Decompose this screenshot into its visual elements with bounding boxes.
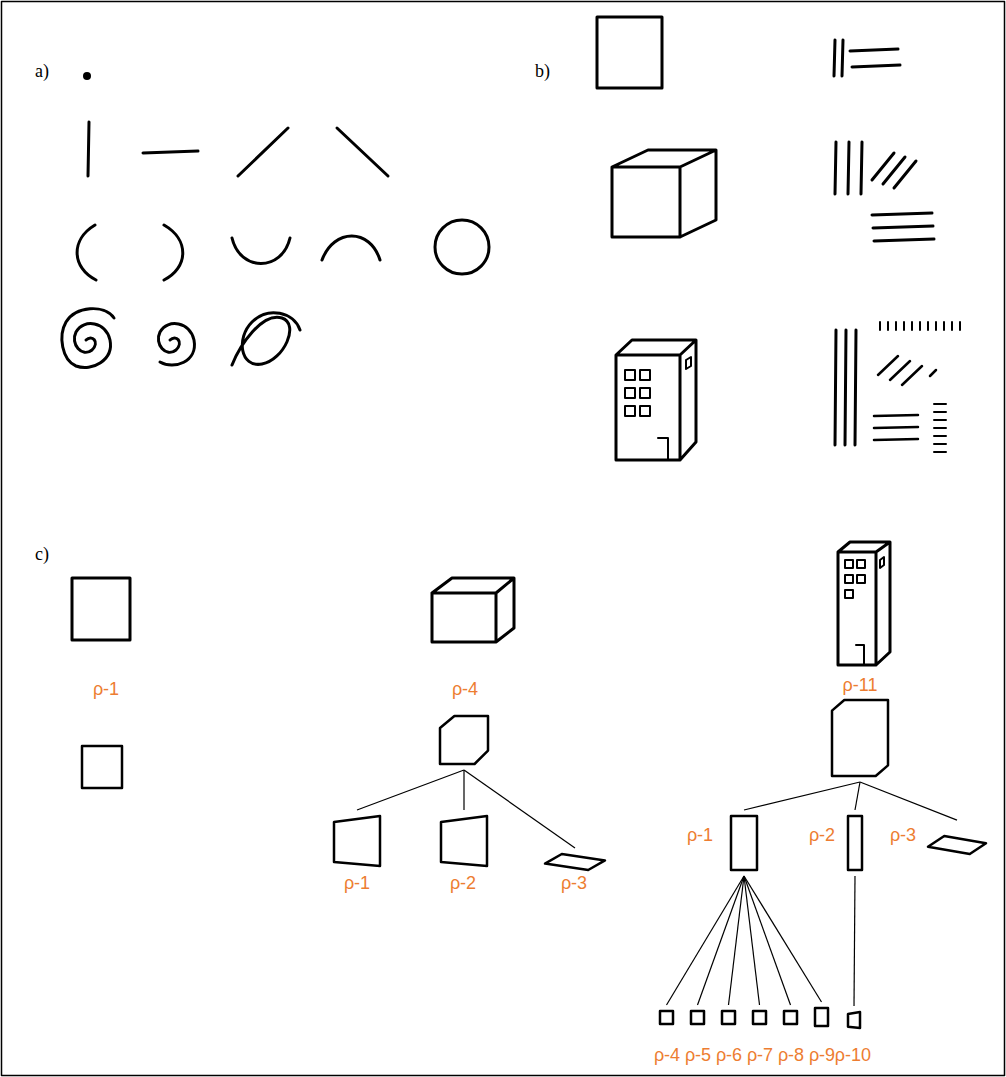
- node-shape: [848, 816, 862, 870]
- node-shape: [722, 1011, 735, 1024]
- tree-branch: [729, 876, 745, 1005]
- tree-node: ρ-1: [334, 816, 380, 894]
- node-shape: [334, 816, 380, 866]
- node-outline: [731, 816, 757, 870]
- node-shape: [928, 836, 986, 854]
- rho-label: ρ-5: [685, 1046, 711, 1066]
- node-outline: [832, 700, 888, 776]
- rho-label: ρ-3: [561, 874, 587, 894]
- target-figures: [72, 542, 890, 665]
- panel-label: b): [535, 62, 550, 82]
- tree-node: ρ-8: [778, 1011, 804, 1066]
- rho-label: ρ-1: [687, 826, 713, 846]
- rho-label: ρ-4: [452, 680, 478, 700]
- tree-branch: [855, 782, 860, 810]
- node-outline: [753, 1011, 766, 1024]
- tree-node: ρ-6: [716, 1011, 742, 1066]
- panel-label: c): [35, 545, 49, 565]
- node-outline: [815, 1008, 828, 1026]
- node-outline: [440, 716, 488, 764]
- rho-label: ρ-2: [809, 826, 835, 846]
- rho-label: ρ-1: [93, 680, 119, 700]
- node-shape: [731, 816, 757, 870]
- node-outline: [848, 1012, 860, 1028]
- rho-label: ρ-4: [654, 1046, 680, 1066]
- primitive-strokes: [62, 72, 489, 368]
- node-outline: [722, 1011, 735, 1024]
- node-shape: [753, 1011, 766, 1024]
- node-outline: [660, 1011, 673, 1024]
- node-shape: [848, 1012, 860, 1028]
- tree-node: ρ-1: [82, 680, 122, 788]
- tree-branch: [744, 876, 822, 1002]
- rho-label: ρ-6: [716, 1046, 742, 1066]
- node-shape: [660, 1011, 673, 1024]
- tree-branch: [854, 876, 855, 1006]
- node-outline: [334, 816, 380, 866]
- tree-node: ρ-2: [809, 816, 862, 870]
- tree-branch: [744, 876, 760, 1005]
- node-outline: [545, 854, 605, 870]
- rho-label: ρ-9: [809, 1046, 835, 1066]
- node-shape: [82, 746, 122, 788]
- tree-node: ρ-5: [685, 1011, 711, 1066]
- tree-node: ρ-7: [747, 1011, 773, 1066]
- shape-examples: [597, 17, 960, 460]
- node-outline: [848, 816, 862, 870]
- rho-label: ρ-10: [835, 1046, 871, 1066]
- node-outline: [691, 1011, 704, 1024]
- tree-branch: [698, 876, 745, 1005]
- tree-branch: [357, 770, 464, 810]
- panel-label: a): [35, 62, 49, 82]
- tree-node: ρ-9: [809, 1008, 835, 1066]
- node-outline: [784, 1011, 797, 1024]
- node-shape: [832, 700, 888, 776]
- tree-branch: [860, 782, 957, 820]
- node-shape: [440, 716, 488, 764]
- node-outline: [82, 746, 122, 788]
- tree-branch: [463, 770, 464, 810]
- node-shape: [815, 1008, 828, 1026]
- tree-node: ρ-10: [835, 1012, 871, 1066]
- tree-branch: [667, 876, 745, 1005]
- tree-branch: [744, 782, 860, 810]
- tree-node: ρ-4: [654, 1011, 680, 1066]
- tree-node: ρ-4: [440, 680, 488, 764]
- node-outline: [441, 816, 487, 866]
- rho-label: ρ-11: [843, 676, 878, 696]
- node-shape: [691, 1011, 704, 1024]
- rho-label: ρ-2: [450, 874, 476, 894]
- tree-node: ρ-2: [441, 816, 487, 894]
- tree-node: ρ-1: [687, 816, 757, 870]
- node-outline: [928, 836, 986, 854]
- tree-node: ρ-11: [832, 676, 888, 776]
- node-shape: [545, 854, 605, 870]
- node-shape: [784, 1011, 797, 1024]
- rho-label: ρ-7: [747, 1046, 773, 1066]
- tree-node: ρ-3: [545, 854, 605, 894]
- rho-label: ρ-8: [778, 1046, 804, 1066]
- node-shape: [441, 816, 487, 866]
- rho-label: ρ-1: [344, 874, 370, 894]
- rho-label: ρ-3: [890, 826, 916, 846]
- tree-branch: [464, 770, 575, 848]
- tree-node: ρ-3: [890, 826, 986, 854]
